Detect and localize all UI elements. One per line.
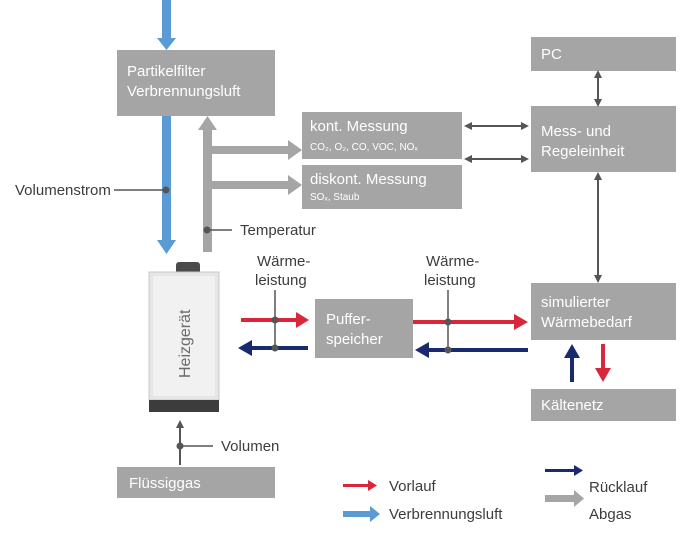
kaeltenetz-label: Kältenetz <box>541 397 604 414</box>
waermeleistung-1-line2: leistung <box>255 272 307 289</box>
kont-messung-sub: CO₂, O₂, CO, VOC, NOₓ <box>310 142 418 153</box>
abgas-arrow-kont <box>288 140 302 160</box>
heizgeraet-label: Heizgerät <box>177 309 194 378</box>
partikelfilter-line2: Verbrennungsluft <box>127 83 241 100</box>
waermeleistung-2-line1: Wärme- <box>426 253 479 270</box>
kont-messung-title: kont. Messung <box>310 118 408 135</box>
vorlauf-arrow-2 <box>514 314 528 330</box>
pc-label: PC <box>541 46 562 63</box>
legend-vorlauf-swatch <box>368 480 377 491</box>
volumenstrom-point <box>162 186 170 194</box>
flow-puffer-waermebedarf <box>413 314 528 358</box>
box-pc <box>531 37 676 71</box>
boiler-front-panel <box>153 276 215 396</box>
volumenstrom-label: Volumenstrom <box>15 182 111 199</box>
partikelfilter-line1: Partikelfilter <box>127 63 205 80</box>
waermeleistung-1-line1: Wärme- <box>257 253 310 270</box>
ruecklauf-arrow-1 <box>238 340 252 356</box>
boiler-base <box>149 400 219 412</box>
temperatur-point <box>203 226 211 234</box>
measurement-callouts <box>114 186 452 450</box>
mess-regel-line2: Regeleinheit <box>541 143 625 160</box>
waermeleistung-1-point-a <box>271 316 279 324</box>
legend-abgas-label: Abgas <box>589 506 632 523</box>
waermeleistung-2-point-b <box>444 346 452 354</box>
legend-ruecklauf-label: Rücklauf <box>589 479 648 496</box>
temperatur-label: Temperatur <box>240 222 316 239</box>
legend-verbrennungsluft-label: Verbrennungsluft <box>389 506 503 523</box>
legend-verbrennungsluft-swatch <box>370 506 380 522</box>
flow-heizgeraet-puffer <box>238 312 309 356</box>
volumen-point <box>176 442 184 450</box>
box-pufferspeicher <box>315 299 413 358</box>
waermeleistung-1-point-b <box>271 344 279 352</box>
waermeleistung-2-point-a <box>444 318 452 326</box>
volumen-label: Volumen <box>221 438 279 455</box>
flow-kaeltenetz <box>564 344 611 382</box>
box-partikelfilter <box>117 50 275 116</box>
waermebedarf-line2: Wärmebedarf <box>541 314 633 331</box>
box-kaeltenetz <box>531 389 676 421</box>
fluessiggas-label: Flüssiggas <box>129 475 201 492</box>
abgas-arrow-up <box>198 116 217 130</box>
box-waermebedarf <box>531 283 676 340</box>
diskont-messung-title: diskont. Messung <box>310 171 427 188</box>
box-diskont-messung <box>302 165 462 209</box>
legend: Vorlauf Verbrennungsluft Rücklauf Abgas <box>343 465 648 523</box>
mess-regel-line1: Mess- und <box>541 123 611 140</box>
legend-ruecklauf-swatch <box>574 465 583 476</box>
legend-vorlauf-label: Vorlauf <box>389 478 437 495</box>
vorlauf-arrow-1 <box>296 312 309 328</box>
box-fluessiggas <box>117 467 275 498</box>
vorlauf-arrow-down <box>595 368 611 382</box>
abgas-arrow-diskont <box>288 175 302 195</box>
ruecklauf-arrow-2 <box>415 342 429 358</box>
diskont-messung-sub: SOₓ, Staub <box>310 192 360 203</box>
air-arrow-top <box>157 38 176 50</box>
box-mess-regeleinheit <box>531 106 676 172</box>
waermeleistung-2-line2: leistung <box>424 272 476 289</box>
legend-abgas-swatch <box>574 490 584 507</box>
puffer-line2: speicher <box>326 331 383 348</box>
abgas-arrows <box>198 116 302 252</box>
ruecklauf-arrow-up <box>564 344 580 358</box>
puffer-line1: Puffer- <box>326 311 371 328</box>
heizgeraet-device: Heizgerät <box>148 262 220 412</box>
waermebedarf-line1: simulierter <box>541 294 610 311</box>
verbrennungsluft-arrows <box>157 0 176 254</box>
box-kont-messung <box>302 112 462 159</box>
air-arrow-bottom <box>157 240 176 254</box>
